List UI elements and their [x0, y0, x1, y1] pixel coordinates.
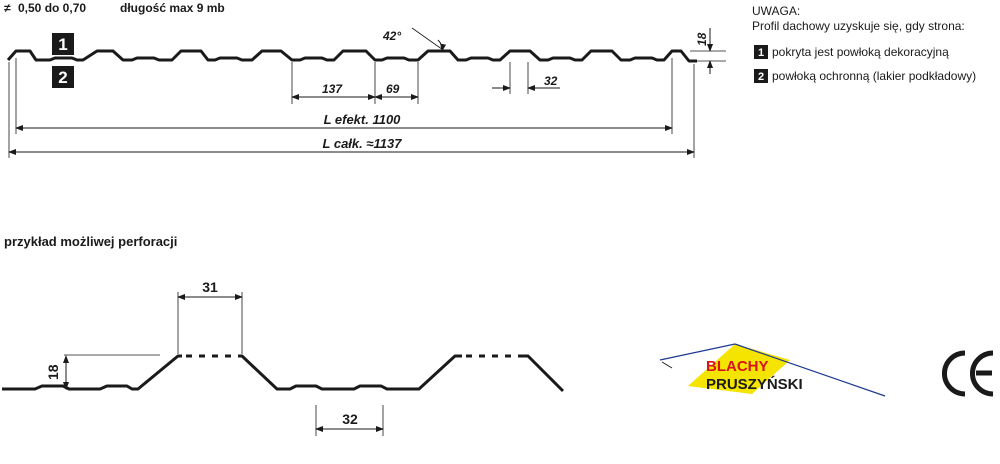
angle-guide-line: [411, 27, 447, 53]
perforation-profile-right: [522, 354, 565, 393]
note-item-1-badge: [754, 45, 768, 59]
note-item-2-text: powłoką ochronną (lakier podkładowy): [772, 69, 976, 83]
logo-yellow-shape: [688, 344, 790, 394]
perforation-title: przykład możliwej perforacji: [4, 234, 177, 249]
perf-top-width-label: 31: [202, 279, 218, 295]
side-1-badge: [52, 33, 74, 55]
ce-mark: [942, 350, 994, 397]
logo-tick: [661, 361, 673, 369]
note-item-2-badge-label: 2: [758, 71, 764, 83]
top-label: 69: [386, 82, 400, 96]
perf-minor-label: 32: [342, 411, 358, 427]
angle-arc: [437, 39, 447, 52]
effective-length-label: L efekt. 1100: [324, 112, 402, 127]
thickness-range: 0,50 do 0,70: [18, 1, 86, 15]
max-length: długość max 9 mb: [120, 1, 225, 15]
note-item-1-text: pokryta jest powłoką dekoracyjną: [772, 45, 949, 59]
side-1-badge-label: 1: [58, 35, 67, 54]
logo-text-line2: PRUSZYŃSKI: [706, 376, 803, 393]
note-title: UWAGA:: [752, 4, 800, 18]
note-text: Profil dachowy uzyskuje się, gdy strona:: [752, 19, 965, 33]
angle-label: 42°: [382, 29, 401, 43]
side-2-badge-label: 2: [58, 68, 67, 87]
company-logo: BLACHY PRUSZYŃSKI: [659, 343, 886, 397]
minor-label: 32: [544, 74, 558, 88]
note-item-1-badge-label: 1: [758, 47, 764, 59]
logo-roof-line-left: [659, 343, 736, 361]
logo-text-line1: BLACHY: [706, 358, 769, 375]
perforation-profile-left: [2, 354, 182, 391]
roof-profile-line: [6, 49, 697, 63]
logo-roof-line-right: [734, 343, 886, 397]
perforation-profile-mid: [238, 354, 462, 391]
total-length-label: L całk. ≈1137: [323, 136, 403, 151]
height-label: 18: [695, 32, 709, 46]
side-2-badge: [52, 66, 74, 88]
thickness-symbol: ≠: [4, 1, 11, 15]
pitch-label: 137: [322, 82, 343, 96]
note-item-2-badge: [754, 69, 768, 83]
perf-height-label: 18: [45, 364, 61, 380]
